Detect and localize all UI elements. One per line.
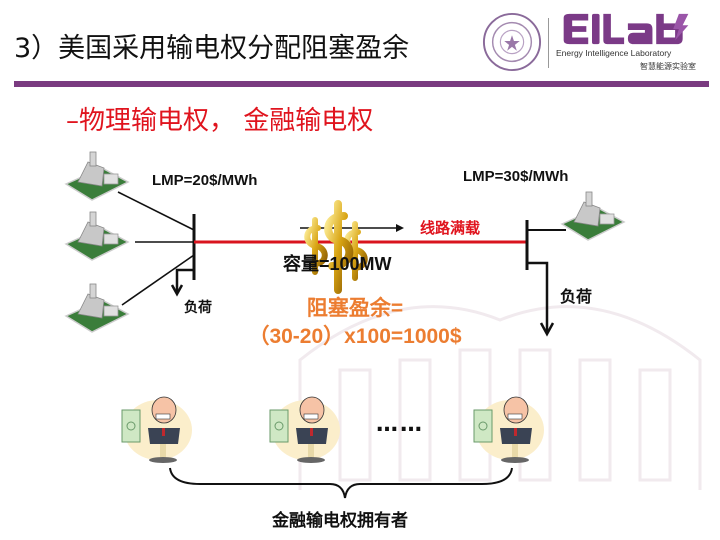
businessman-holder-icon xyxy=(269,396,340,463)
power-plant-icon xyxy=(560,191,626,241)
right-load-label: 负荷 xyxy=(560,287,593,306)
power-plant-icon xyxy=(64,283,130,333)
power-plant-icon xyxy=(64,211,130,261)
congestion-surplus: 阻塞盈余= （30-20）x100=1000$ xyxy=(210,295,500,351)
dollar-sign-left xyxy=(304,217,328,275)
holders-ellipsis: …… xyxy=(376,412,424,437)
line-full-label: 线路满载 xyxy=(420,219,481,237)
page-title: 3）美国采用输电权分配阻塞盈余 xyxy=(14,33,410,64)
right-lmp-label: LMP=30$/MWh xyxy=(463,168,569,185)
owners-brace xyxy=(169,467,513,499)
feeder-line-3 xyxy=(121,254,195,306)
logo-divider xyxy=(548,18,549,68)
eilab-logo-mark-icon xyxy=(563,13,689,45)
businessman-holder-icon xyxy=(473,396,544,463)
dollar-sign-right xyxy=(344,221,368,281)
left-load-line xyxy=(175,268,194,292)
ftr-holders-label: 金融输电权拥有者 xyxy=(272,511,408,531)
title-underline-bar xyxy=(14,81,709,87)
right-load-line xyxy=(527,261,549,332)
right-load-arrowhead xyxy=(539,322,555,337)
subtitle: –物理输电权， 金融输电权 xyxy=(66,106,374,136)
left-load-label: 负荷 xyxy=(184,300,212,316)
feeder-line-1 xyxy=(117,191,195,231)
left-lmp-label: LMP=20$/MWh xyxy=(152,172,258,189)
businessman-holder-icon xyxy=(121,396,192,463)
power-plant-icon xyxy=(64,151,130,201)
flow-arrowhead xyxy=(396,224,404,232)
dollar-signs-icon xyxy=(304,200,368,294)
surplus-line-1: 阻塞盈余= xyxy=(306,297,404,320)
logo-chinese: 智慧能源实验室 xyxy=(640,62,696,71)
logo-english: Energy Intelligence Laboratory xyxy=(556,48,672,58)
university-seal-icon xyxy=(482,12,542,72)
surplus-line-2: （30-20）x100=1000$ xyxy=(248,325,462,348)
left-load-arrowhead xyxy=(170,284,184,297)
line-capacity-label: 容量=100MW xyxy=(283,254,392,274)
eilab-logo: Energy Intelligence Laboratory 智慧能源实验室 xyxy=(556,12,706,76)
dollar-sign-center xyxy=(324,200,354,294)
